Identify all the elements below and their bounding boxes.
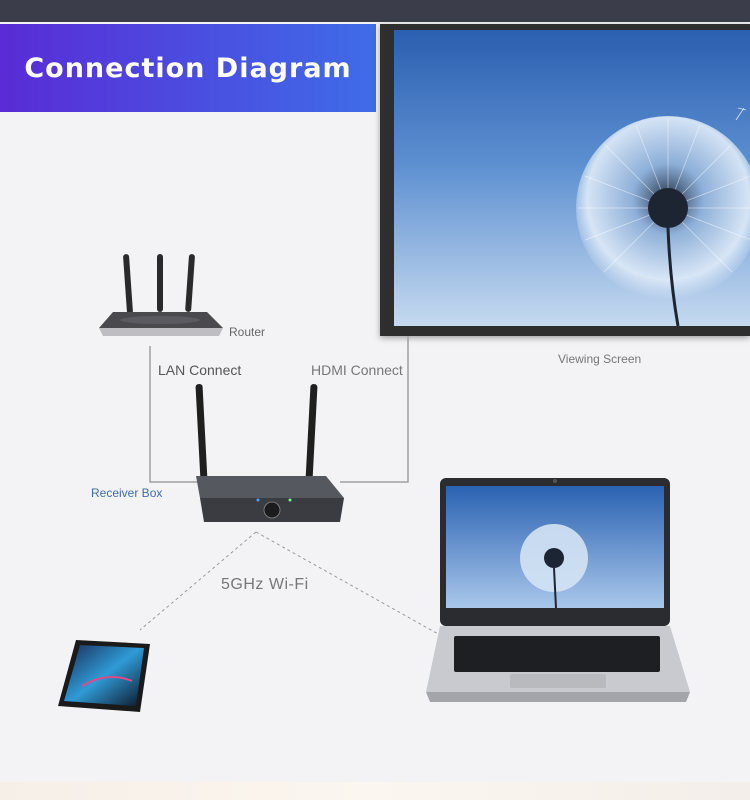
viewing-screen-label: Viewing Screen (558, 352, 642, 366)
bottom-band (0, 782, 750, 800)
top-band (0, 0, 750, 22)
router-label: Router (229, 325, 266, 339)
laptop-icon (426, 478, 690, 702)
dandelion-image (576, 107, 750, 326)
page-title: Connection Diagram (24, 52, 352, 84)
receiver-box-label: Receiver Box (91, 486, 163, 500)
wifi-line-laptop (255, 531, 441, 636)
viewing-screen-display (394, 30, 750, 326)
lan-cable (149, 346, 200, 483)
hdmi-cable (340, 336, 409, 483)
viewing-screen-icon (380, 24, 750, 336)
router-icon (99, 254, 223, 336)
receiver-box-icon (195, 384, 344, 522)
wifi-label: 5GHz Wi-Fi (221, 576, 309, 593)
smartphone-icon (58, 640, 150, 712)
lan-connect-label: LAN Connect (158, 362, 242, 378)
title-banner: Connection Diagram (0, 24, 376, 112)
wifi-line-phone (139, 531, 257, 631)
hdmi-connect-label: HDMI Connect (311, 362, 403, 378)
